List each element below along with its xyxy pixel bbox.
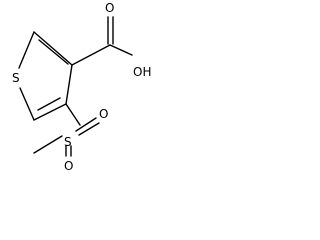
bond-c5-s1: [19, 87, 35, 121]
bond-c2-c3: [33, 31, 73, 66]
atom-label-hydroxyl: OH: [133, 65, 151, 79]
bond-c4-c5-inner: [37, 97, 61, 111]
bond-c3-carboxyl-carbon: [71, 44, 111, 66]
atom-label-sulfonyl-oxygen-top: O: [99, 107, 108, 121]
bond-sulfonyl-s-o-top-b: [78, 122, 100, 136]
atom-label-ring-sulfur: S: [12, 71, 20, 85]
bond-carboxyl-carbon-oh: [109, 44, 133, 56]
atom-label-sulfonyl-oxygen-bottom: O: [64, 159, 73, 172]
bond-sulfonyl-s-methyl: [33, 135, 63, 154]
bond-c2-c3-inner: [38, 39, 69, 65]
bond-c3-c4: [65, 64, 73, 105]
bond-s1-c2: [18, 31, 35, 69]
bond-c4-c5: [33, 103, 67, 121]
chemical-structure-diagram: S O OH S O O: [12, 1, 151, 172]
atom-label-carbonyl-oxygen: O: [105, 1, 114, 15]
bond-sulfonyl-s-o-top-a: [75, 117, 97, 132]
bond-c4-sulfonyl-s: [65, 103, 81, 126]
atom-label-sulfonyl-sulfur: S: [64, 135, 72, 149]
